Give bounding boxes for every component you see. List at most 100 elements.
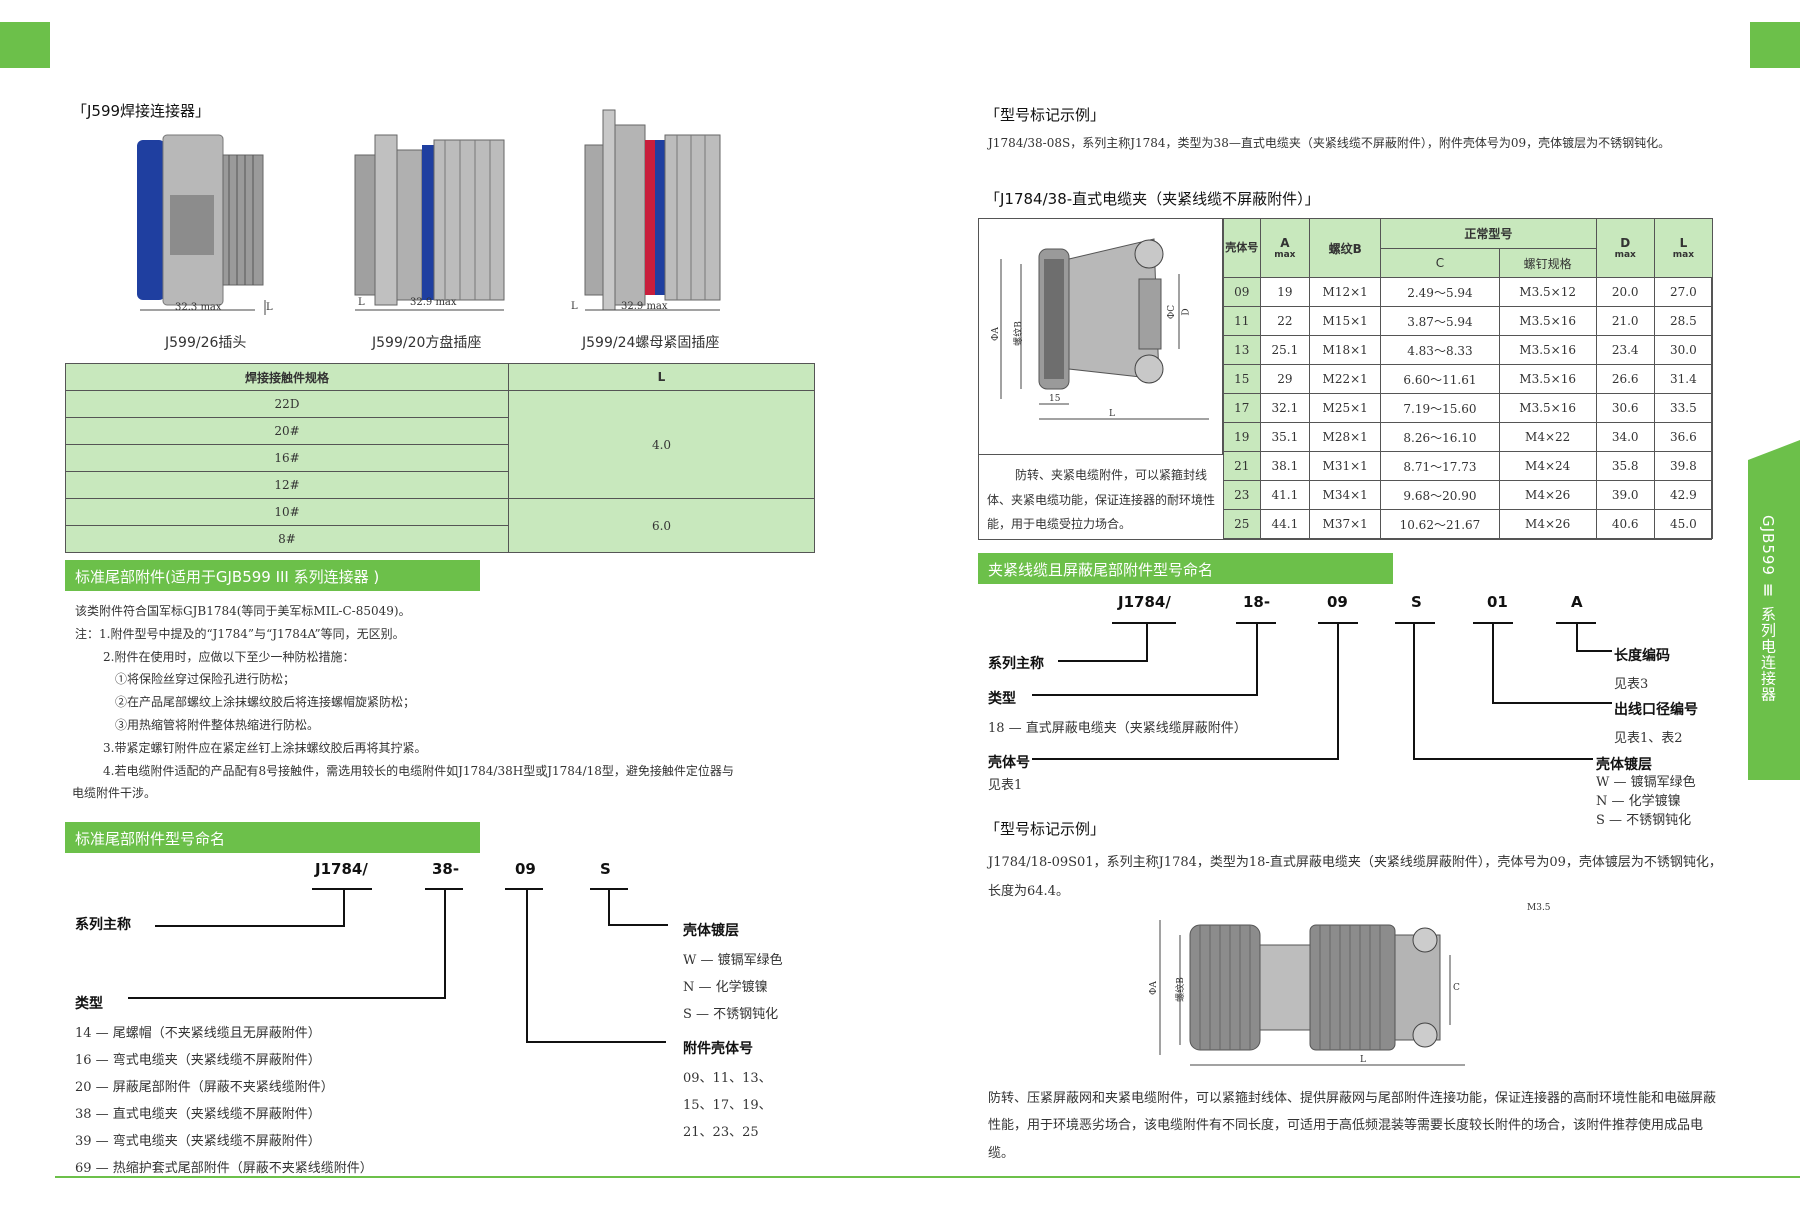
- shell-label-2: 壳体号: [988, 755, 1030, 771]
- code2-series: J1784/: [1118, 593, 1171, 611]
- dim2-a: ΦA: [1148, 981, 1159, 995]
- underline: [1395, 622, 1435, 624]
- note-line: 电缆附件干涉。: [72, 786, 157, 801]
- product-3: L 32.9 max: [565, 105, 740, 325]
- product-2-l: L: [358, 297, 365, 308]
- clamp-table-cell: M37×1: [1309, 509, 1382, 539]
- clamp-table-cell: 21.0: [1595, 306, 1655, 336]
- product-1-caption: J599/26插头: [165, 335, 247, 351]
- spec-cell: 20#: [65, 417, 509, 445]
- spec-cell: 10#: [65, 498, 509, 526]
- clamp-table-cell: 22: [1259, 306, 1311, 336]
- clamp-table-cell: 33.5: [1653, 393, 1714, 423]
- product-3-caption: J599/24螺母紧固插座: [582, 335, 720, 351]
- clamp-table-cell: 19: [1259, 277, 1311, 307]
- connector: [1576, 650, 1612, 652]
- clamp-table-cell: M15×1: [1309, 306, 1382, 336]
- clamp-table-cell: M3.5×16: [1498, 364, 1597, 394]
- example2-text: J1784/18-09S01，系列主称J1784，类型为18-直式屏蔽电缆夹（夹…: [988, 855, 1722, 899]
- clamp-table-cell: M3.5×16: [1498, 306, 1597, 336]
- side-tab: GJB599 Ⅲ 系列电连接器: [1748, 440, 1800, 780]
- underline: [312, 888, 372, 890]
- dim-d: D: [1181, 308, 1192, 316]
- clamp-drawing: ΦA 螺纹B ΦC D 15 L: [979, 219, 1223, 455]
- clamp-table-cell: 45.0: [1653, 509, 1714, 539]
- clamp-table-cell: 19: [1223, 422, 1261, 452]
- clamp-table-cell: 25: [1223, 509, 1261, 539]
- product-1-l: L: [266, 302, 273, 313]
- spec-cell: 22D: [65, 390, 509, 418]
- final-text: 防转、压紧屏蔽网和夹紧电缆附件，可以紧箍封线体、提供屏蔽网与尾部附件连接功能，保…: [988, 1091, 1717, 1161]
- code2-outlet: 01: [1487, 593, 1508, 611]
- clamp-table-cell: M22×1: [1309, 364, 1382, 394]
- clamp-table-cell: 35.8: [1595, 451, 1655, 481]
- spec-cell: 8#: [65, 525, 509, 553]
- shell-list: 09、11、13、 15、17、19、 21、23、25: [683, 1065, 772, 1146]
- product-3-dim: 32.9 max: [621, 301, 668, 312]
- connector: [1256, 622, 1258, 696]
- col-header-l: L: [508, 363, 815, 391]
- product-2-caption: J599/20方盘插座: [372, 335, 482, 351]
- outlet-desc: 见表1、表2: [1614, 731, 1683, 746]
- connector: [1337, 622, 1339, 760]
- product-3-l: L: [571, 301, 578, 312]
- type-item: 38 — 直式电缆夹（夹紧线缆不屏蔽附件）: [75, 1107, 321, 1122]
- note-line: ③用热缩管将附件整体热缩进行防松。: [115, 717, 320, 732]
- clamp-table-cell: 36.6: [1653, 422, 1714, 452]
- clamp-table-cell: 32.1: [1259, 393, 1311, 423]
- dim2-c: C: [1453, 983, 1460, 993]
- connector: [1492, 702, 1612, 704]
- code-type: 38-: [432, 860, 460, 878]
- product-1: 32.3 max L: [125, 125, 285, 325]
- col-header-d-label: D: [1620, 236, 1631, 250]
- length-desc: 见表3: [1614, 677, 1649, 692]
- connector: [343, 888, 345, 926]
- code2-plating: S: [1411, 593, 1422, 611]
- clamp-table-cell: 40.6: [1595, 509, 1655, 539]
- bottom-rule: [55, 1176, 1800, 1178]
- plating-item: N — 化学镀镍: [683, 980, 768, 995]
- underline: [505, 888, 543, 890]
- product-2-dim: 32.9 max: [410, 297, 457, 308]
- col-header-a-sub: max: [1274, 250, 1296, 260]
- clamp-table-cell: 8.71～17.73: [1380, 451, 1500, 481]
- section-title-shield-naming: 夹紧线缆且屏蔽尾部附件型号命名: [978, 553, 1393, 584]
- clamp-table-cell: 39.8: [1653, 451, 1714, 481]
- clamp-table-cell: 38.1: [1259, 451, 1311, 481]
- corner-block-right: [1750, 22, 1800, 68]
- underline: [1112, 622, 1176, 624]
- spec-cell: 12#: [65, 471, 509, 499]
- dim-b: 螺纹B: [1013, 321, 1024, 346]
- note-line: 该类附件符合国军标GJB1784(等同于美军标MIL-C-85049)。: [75, 604, 411, 618]
- connector: [526, 1041, 666, 1043]
- section-title-naming: 标准尾部附件型号命名: [65, 822, 480, 853]
- corner-block-left: [0, 22, 50, 68]
- clamp-table-cell: 15: [1223, 364, 1261, 394]
- series-label: 系列主称: [75, 917, 131, 933]
- connector: [1576, 622, 1578, 652]
- clamp-table-wrap: ΦA 螺纹B ΦC D 15 L 防转、夹紧电缆附件，可以紧箍封线体、夹紧电缆功…: [978, 218, 1714, 540]
- clamp-table-cell: M12×1: [1309, 277, 1382, 307]
- clamp-table-cell: M3.5×12: [1498, 277, 1597, 307]
- clamp-table-cell: 23.4: [1595, 335, 1655, 365]
- connector: [1492, 622, 1494, 704]
- length-label: 长度编码: [1614, 648, 1670, 664]
- note-line: ①将保险丝穿过保险孔进行防松；: [115, 672, 296, 687]
- col-header-thread: 螺纹B: [1309, 218, 1382, 278]
- clamp-table-cell: 9.68～20.90: [1380, 480, 1500, 510]
- clamp-table-cell: M4×24: [1498, 451, 1597, 481]
- type-desc-2: 18 — 直式屏蔽电缆夹（夹紧线缆屏蔽附件）: [988, 721, 1247, 736]
- connector: [155, 925, 345, 927]
- example1-text: J1784/38-08S，系列主称J1784，类型为38—直式电缆夹（夹紧线缆不…: [988, 136, 1671, 150]
- shell-desc-2: 见表1: [988, 778, 1023, 793]
- plating-label-2: 壳体镀层: [1596, 757, 1652, 773]
- connector: [1032, 758, 1339, 760]
- clamp-table-cell: 34.0: [1595, 422, 1655, 452]
- clamp-table-cell: 10.62～21.67: [1380, 509, 1500, 539]
